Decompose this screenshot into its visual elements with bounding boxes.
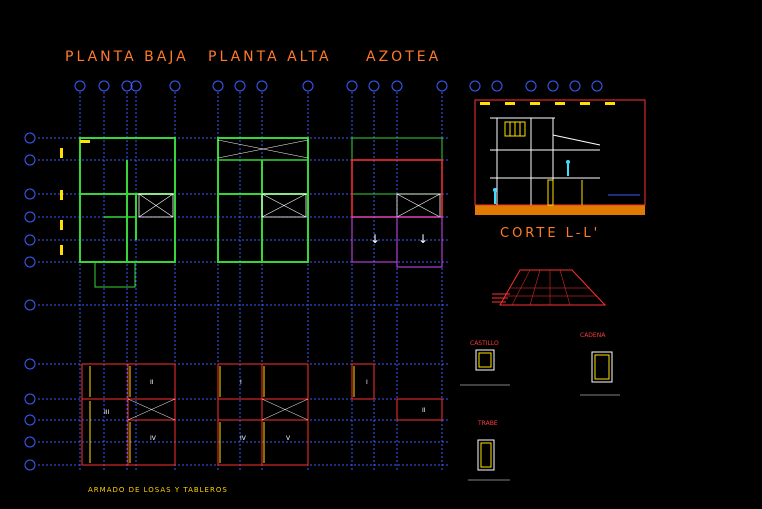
svg-text:↓: ↓ [370, 232, 380, 246]
planta-baja-plan [60, 137, 176, 288]
losa-labels: II I I III II IV IV V [104, 379, 426, 442]
title-planta-baja: PLANTA BAJA [65, 49, 189, 65]
vertical-grid-axes [79, 92, 443, 470]
svg-text:IV: IV [150, 435, 157, 442]
corte-dims [480, 102, 615, 105]
planta-alta-plan [217, 137, 309, 263]
svg-text:III: III [104, 409, 110, 416]
label-castillo: CASTILLO [470, 340, 499, 347]
azotea-plan: ↓ ↓ [351, 137, 443, 268]
label-trabe: TRABE [478, 420, 498, 427]
title-planta-alta: PLANTA ALTA [208, 49, 332, 65]
left-axis-bubbles [24, 132, 36, 471]
horizontal-grid-axes [38, 137, 450, 466]
svg-text:I: I [366, 379, 368, 386]
losa-panels [81, 363, 443, 466]
title-corte: CORTE L-L' [500, 226, 601, 241]
corte-section [474, 99, 646, 215]
losa-yellow-edges [89, 366, 355, 463]
title-azotea: AZOTEA [366, 49, 442, 65]
castillo-detail [460, 349, 510, 386]
slab-isometric [492, 269, 607, 306]
top-axis-bubbles [74, 80, 603, 92]
label-cadena: CADENA [580, 332, 606, 339]
svg-text:II: II [150, 379, 154, 386]
svg-text:II: II [422, 407, 426, 414]
footer-title: ARMADO DE LOSAS Y TABLEROS [88, 486, 228, 494]
svg-text:↓: ↓ [418, 232, 428, 246]
trabe-detail [468, 439, 510, 481]
cadena-detail [580, 351, 620, 396]
svg-text:V: V [286, 435, 291, 442]
losa-diagonals [127, 398, 309, 421]
svg-text:IV: IV [240, 435, 247, 442]
svg-text:I: I [240, 379, 242, 386]
